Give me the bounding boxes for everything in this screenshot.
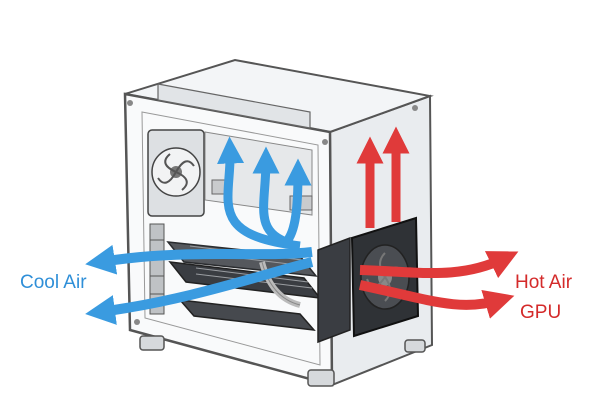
screw [412, 105, 418, 111]
arrow-icon [252, 146, 294, 249]
arrow-icon [217, 136, 301, 251]
arrow-icon [85, 257, 314, 325]
case-foot-right [307, 369, 335, 387]
screw [134, 319, 140, 325]
arrow-icon [282, 158, 312, 246]
screw [127, 100, 133, 106]
gpu-label: GPU [520, 302, 562, 323]
fan-icon [147, 129, 205, 217]
cool-air-label: Cool Air [20, 272, 87, 293]
cool-air-arrows [85, 136, 314, 325]
case-inner-frame [141, 111, 321, 366]
expansion-slots [149, 223, 165, 315]
arrow-icon [358, 280, 515, 319]
case-foot-back [404, 339, 426, 353]
arrow-icon [85, 244, 313, 275]
pc-case [123, 58, 434, 387]
hot-air-arrows [356, 126, 519, 319]
psu-shroud [157, 83, 311, 129]
arrow-icon [359, 251, 519, 279]
case-foot-left [139, 335, 165, 351]
screw [322, 139, 328, 145]
hot-air-label: Hot Air [515, 272, 573, 293]
